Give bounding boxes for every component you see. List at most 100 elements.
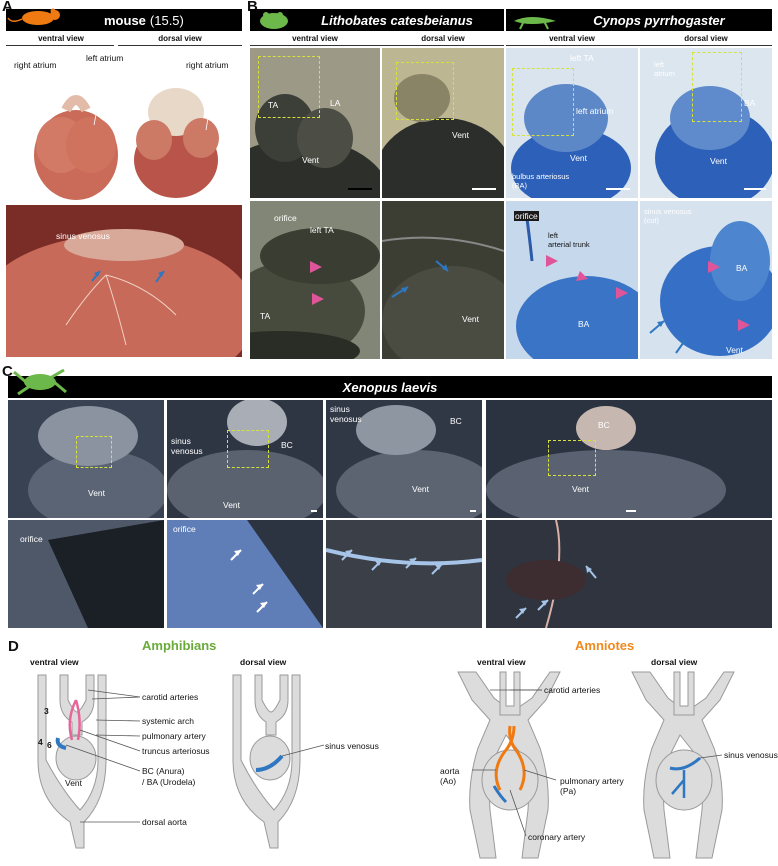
label-vent-3: Vent — [412, 484, 430, 494]
panel-letter-c: C — [2, 363, 13, 380]
amn-dorsal-view: dorsal view — [651, 657, 698, 667]
mouse-hearts-image — [34, 88, 219, 200]
mouse-stage: (15.5) — [149, 12, 184, 28]
cynops-dorsal-zoom: sinus venosus (cut) BA Vent — [640, 201, 772, 359]
amph-dorsal-view: dorsal view — [240, 657, 287, 667]
label-arch-3: 3 — [44, 706, 49, 716]
divider — [250, 45, 504, 46]
xenopus-zoom-2: orifice — [167, 520, 323, 628]
scale-bar — [626, 510, 636, 512]
a-dorsal-label: dorsal view — [158, 34, 202, 43]
xenopus-photo-3: sinus venosus BC Vent — [326, 400, 482, 518]
label-vent: Vent — [452, 130, 470, 140]
label-systemic-arch: systemic arch — [142, 716, 194, 726]
label-sinus-venosus-2: sinus venosus — [330, 404, 362, 424]
cynops-dorsal-photo: left atrium BA Vent — [640, 48, 772, 198]
label-ba-c: BA — [744, 98, 756, 108]
label-truncus-arteriosus: truncus arteriosus — [142, 746, 210, 756]
divider — [118, 45, 242, 46]
label-ba-urodela: / BA (Urodela) — [142, 777, 196, 787]
cynops-ventral-zoom: orifice left arterial trunk BA — [506, 201, 638, 359]
label-carotid-arteries-amn: carotid arteries — [544, 685, 601, 695]
leader-lines — [25, 62, 217, 200]
label-arch-4: 4 — [38, 737, 43, 747]
mouse-icon — [7, 8, 60, 25]
lithobates-ventral-zoom: orifice left TA TA — [250, 201, 380, 359]
amniotes-title: Amniotes — [575, 638, 635, 653]
xenopus-header: Xenopus laevis — [8, 368, 772, 398]
xenopus-zoom-3 — [326, 520, 482, 628]
label-left-atrium: left atrium — [86, 53, 124, 63]
zoom-box — [227, 430, 269, 468]
lithobates-ventral-photo: TA LA Vent — [250, 48, 380, 198]
label-right-atrium: right atrium — [14, 60, 57, 70]
label-vent-c: Vent — [570, 153, 588, 163]
panel-letter-a: A — [2, 0, 13, 15]
arrowheads — [310, 261, 324, 305]
mouse-closeup-image — [6, 205, 242, 357]
b-dorsal-label: dorsal view — [421, 34, 465, 43]
xenopus-title: Xenopus laevis — [342, 379, 438, 395]
label-left-atrium-c: left atrium — [576, 106, 614, 116]
blue-arrows — [91, 270, 165, 283]
b-dorsal-label-2: dorsal view — [684, 34, 728, 43]
frog-icon — [260, 12, 288, 29]
divider — [6, 45, 114, 46]
label-ta-2: TA — [260, 311, 271, 321]
xenopus-zoom-1: orifice — [8, 520, 164, 628]
label-left-atrium-c2: left atrium — [654, 60, 675, 78]
label-left-ta: left TA — [310, 225, 334, 235]
scale-bar — [311, 510, 317, 512]
amphibians-title: Amphibians — [142, 638, 217, 653]
mouse-heart-photo: right atrium left atrium right atrium — [6, 50, 242, 200]
arrows — [649, 261, 750, 354]
label-vent-c4: Vent — [726, 345, 744, 355]
label-right-atrium-2: right atrium — [186, 60, 229, 70]
xenopus-icon — [13, 368, 67, 396]
xenopus-photo-4: BC Vent — [486, 400, 772, 518]
blue-arrows — [341, 549, 443, 575]
label-orifice-c: orifice — [514, 211, 539, 221]
scale-bar — [606, 188, 630, 190]
b-ventral-label: ventral view — [292, 34, 338, 43]
label-sinus-venosus-amph: sinus venosus — [325, 741, 379, 751]
mouse-title: mouse — [104, 12, 146, 28]
label-carotid-arteries: carotid arteries — [142, 692, 199, 702]
label-vent: Vent — [88, 488, 106, 498]
label-pulmonary-artery-amn: pulmonary artery (Pa) — [560, 776, 624, 796]
scale-bar — [744, 188, 766, 190]
label-la: LA — [330, 98, 341, 108]
panel-letter-b: B — [247, 0, 258, 15]
lithobates-dorsal-photo: Vent — [382, 48, 504, 198]
label-sinus-venosus-cut: sinus venosus (cut) — [644, 207, 692, 225]
label-aorta: aorta (Ao) — [440, 766, 460, 786]
amn-ventral-view: ventral view — [477, 657, 526, 667]
label-left-arterial-trunk: left arterial trunk — [548, 231, 590, 249]
scale-bar — [472, 188, 496, 190]
label-vent: Vent — [65, 778, 83, 788]
lithobates-header: Lithobates catesbeianus — [250, 9, 504, 31]
label-vent: Vent — [302, 155, 320, 165]
label-bc-2: BC — [450, 416, 462, 426]
label-ba-c3: BA — [578, 319, 590, 329]
label-bc: BC — [281, 440, 293, 450]
arrowheads — [546, 255, 628, 299]
scale-bar — [470, 510, 476, 512]
zoom-box — [258, 56, 320, 118]
xenopus-zoom-4 — [486, 520, 772, 628]
cynops-ventral-photo: left TA left atrium Vent bulbus arterios… — [506, 48, 638, 198]
zoom-box — [76, 436, 112, 468]
label-bulbus: bulbus arteriosus (BA) — [512, 172, 570, 190]
label-arch-6: 6 — [47, 740, 52, 750]
panel-letter-d: D — [8, 638, 19, 655]
zoom-box — [396, 62, 454, 120]
label-orifice: orifice — [274, 213, 297, 223]
label-sinus-venosus: sinus venosus — [56, 231, 110, 241]
cynops-header: Cynops pyrrhogaster — [506, 9, 772, 31]
label-left-ta-c: left TA — [570, 53, 594, 63]
blue-arrows — [391, 260, 449, 298]
